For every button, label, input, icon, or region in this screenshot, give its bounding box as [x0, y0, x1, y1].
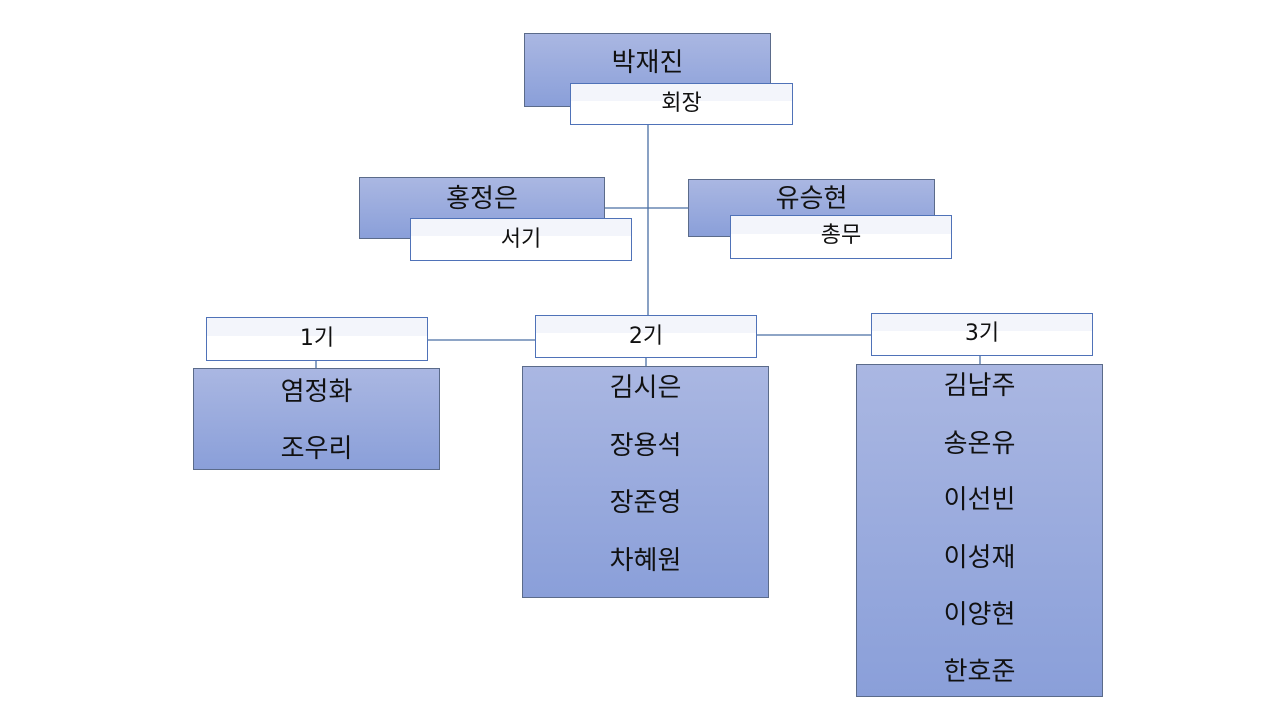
generation-1-label[interactable]: 1기: [206, 317, 428, 361]
member-name: 송온유: [943, 429, 1016, 459]
member-name: 한호준: [943, 657, 1016, 687]
treasurer-name: 유승현: [775, 184, 848, 214]
member-name: 이양현: [943, 600, 1016, 630]
secretary-role: 서기: [500, 227, 542, 252]
president-role-label: 회장: [570, 83, 793, 125]
treasurer-role: 총무: [820, 223, 862, 248]
generation-2-members[interactable]: 김시은 장용석 장준영 차혜원: [522, 366, 769, 598]
member-name: 장준영: [609, 488, 682, 518]
member-name: 장용석: [609, 431, 682, 461]
generation-2-label-text: 2기: [628, 324, 664, 349]
generation-1-label-text: 1기: [299, 326, 335, 351]
generation-3-label-text: 3기: [964, 321, 1000, 346]
member-name: 김남주: [943, 371, 1016, 401]
president-role: 회장: [661, 91, 702, 116]
member-name: 이성재: [943, 543, 1016, 573]
member-name: 염정화: [280, 377, 353, 407]
generation-3-members[interactable]: 김남주 송온유 이선빈 이성재 이양현 한호준: [856, 364, 1103, 697]
secretary-name: 홍정은: [446, 184, 518, 214]
member-name: 이선빈: [943, 485, 1016, 515]
member-name: 차혜원: [609, 546, 682, 576]
treasurer-role-label: 총무: [730, 215, 952, 259]
president-name: 박재진: [611, 48, 684, 78]
generation-1-members[interactable]: 염정화 조우리: [193, 368, 440, 470]
generation-3-label[interactable]: 3기: [871, 313, 1093, 356]
generation-2-label[interactable]: 2기: [535, 315, 757, 358]
secretary-role-label: 서기: [410, 218, 632, 261]
member-name: 조우리: [280, 434, 353, 464]
member-name: 김시은: [609, 373, 682, 403]
